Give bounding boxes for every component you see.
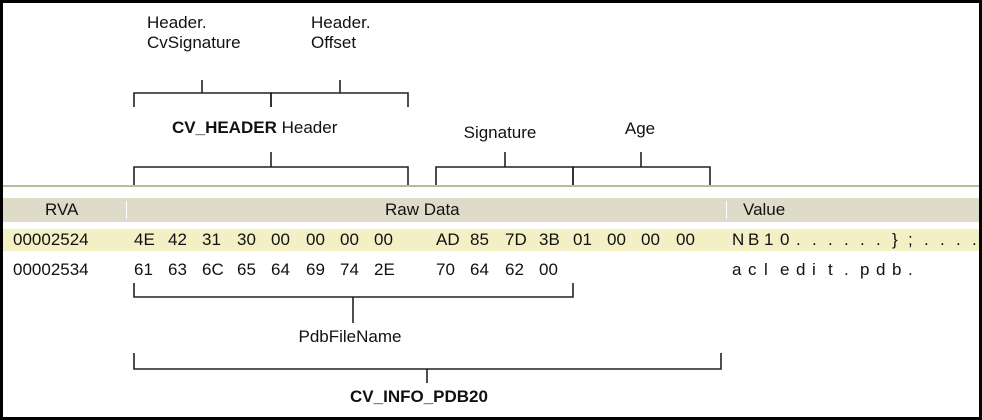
value-char: 0	[780, 230, 790, 249]
hex-byte: 7D	[505, 230, 527, 249]
value-char: 1	[764, 230, 774, 249]
table-header: RVA Raw Data Value	[3, 198, 979, 222]
hex-byte: 61	[134, 260, 153, 279]
value-char: .	[860, 230, 865, 249]
col-divider	[126, 201, 127, 219]
col-divider	[726, 201, 727, 219]
value-char: .	[812, 230, 817, 249]
cv-header-type: CV_HEADER	[172, 118, 277, 137]
value-char: d	[796, 260, 806, 279]
hex-byte: 85	[470, 230, 489, 249]
value-char: a	[732, 260, 742, 279]
cv-header-label: CV_HEADER Header	[172, 118, 337, 138]
value-char: .	[924, 230, 929, 249]
row-rva: 00002524	[13, 230, 89, 249]
value-char: l	[764, 260, 768, 279]
cv-info-brace	[133, 353, 722, 383]
value-char: .	[940, 230, 945, 249]
value-char: }	[892, 230, 898, 249]
brace-layer	[133, 80, 722, 383]
hex-byte: 01	[573, 230, 592, 249]
hex-byte: 00	[607, 230, 626, 249]
hex-byte: 00	[641, 230, 660, 249]
hex-byte: 00	[271, 230, 290, 249]
row-rva: 00002534	[13, 260, 89, 279]
hex-byte: 63	[168, 260, 187, 279]
value-char: d	[876, 260, 886, 279]
value-char: c	[748, 260, 757, 279]
hex-byte: 70	[436, 260, 455, 279]
hex-byte: 6C	[202, 260, 224, 279]
hex-byte: 00	[306, 230, 325, 249]
value-char: .	[908, 260, 913, 279]
col-value: Value	[743, 200, 786, 219]
table-top-rule	[3, 185, 979, 187]
cv-signature-label-line2: CvSignature	[147, 33, 241, 52]
col-rva: RVA	[45, 200, 79, 219]
value-char: b	[892, 260, 902, 279]
value-char: t	[828, 260, 833, 279]
value-char: i	[812, 260, 816, 279]
hex-byte: 00	[374, 230, 393, 249]
hex-byte: 64	[470, 260, 489, 279]
pdb-file-name-brace	[133, 283, 574, 323]
value-char: .	[956, 230, 961, 249]
hex-byte: 74	[340, 260, 359, 279]
value-char: ;	[908, 230, 913, 249]
hex-byte: 3B	[539, 230, 560, 249]
value-char: B	[748, 230, 760, 249]
age-brace	[572, 152, 711, 185]
hex-byte: 62	[505, 260, 524, 279]
cv-signature-label: Header. CvSignature	[147, 13, 241, 53]
offset-brace	[270, 80, 409, 107]
hex-byte: 00	[340, 230, 359, 249]
offset-label-line1: Header.	[311, 13, 371, 32]
cv-header-brace	[133, 152, 409, 185]
value-char: .	[876, 230, 881, 249]
table-header-bg	[3, 198, 979, 222]
hex-byte: AD	[436, 230, 460, 249]
value-char: .	[844, 260, 849, 279]
value-char: p	[860, 260, 870, 279]
hex-byte: 30	[237, 230, 256, 249]
signature-label: Signature	[463, 123, 537, 142]
offset-label: Header. Offset	[311, 13, 371, 53]
pdb-file-name-label: PdbFileName	[298, 327, 402, 346]
value-char: N	[732, 230, 745, 249]
col-raw-data: Raw Data	[385, 200, 460, 219]
cv-header-name: Header	[281, 118, 338, 137]
value-char: e	[780, 260, 790, 279]
cv-info-label: CV_INFO_PDB20	[350, 387, 488, 406]
hex-byte: 00	[676, 230, 695, 249]
hex-byte: 42	[168, 230, 187, 249]
hex-byte: 65	[237, 260, 256, 279]
cv-signature-label-line1: Header.	[147, 13, 207, 32]
cv-signature-brace	[133, 80, 272, 107]
hex-byte: 31	[202, 230, 221, 249]
age-label: Age	[624, 119, 656, 138]
offset-label-line2: Offset	[311, 33, 357, 52]
value-char: .	[796, 230, 801, 249]
value-char: .	[844, 230, 849, 249]
hex-byte: 00	[539, 260, 558, 279]
value-char: .	[972, 230, 977, 249]
hex-byte: 2E	[374, 260, 395, 279]
hex-byte: 64	[271, 260, 290, 279]
hex-byte: 69	[306, 260, 325, 279]
value-char: .	[828, 230, 833, 249]
signature-brace	[435, 152, 574, 185]
hex-byte: 4E	[134, 230, 155, 249]
